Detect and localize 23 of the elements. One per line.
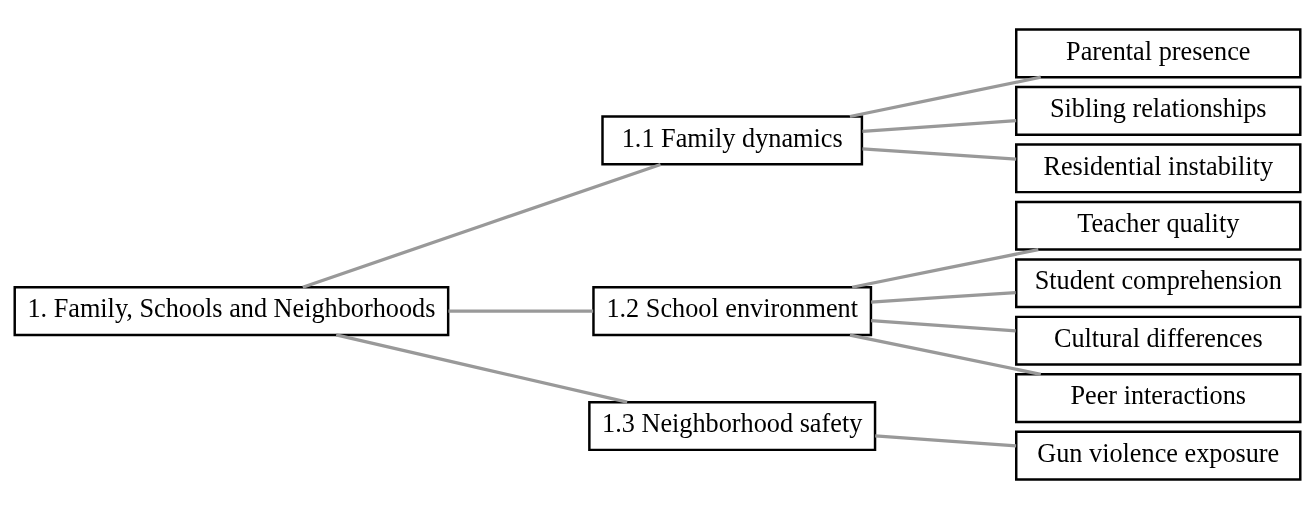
connector: [871, 318, 1016, 332]
node-box: Cultural differences: [1015, 315, 1302, 366]
connector: [851, 247, 1039, 289]
node-box: Residential instability: [1015, 142, 1302, 193]
connector: [302, 162, 662, 289]
connector: [849, 75, 1042, 118]
connector: [849, 332, 1042, 376]
node-box: Teacher quality: [1015, 200, 1302, 251]
node-box: Parental presence: [1015, 27, 1302, 78]
node-box: 1.3 Neighborhood safety: [588, 400, 877, 451]
connector: [335, 332, 628, 404]
connector: [862, 146, 1017, 161]
connector: [862, 118, 1017, 133]
node-box: Sibling relationships: [1015, 85, 1302, 136]
node-box: Peer interactions: [1015, 372, 1302, 423]
node-box: 1.1 Family dynamics: [601, 114, 864, 165]
node-box: Gun violence exposure: [1015, 430, 1302, 481]
connector: [448, 309, 594, 313]
connector: [875, 433, 1017, 447]
node-box: 1.2 School environment: [592, 285, 873, 336]
connector: [871, 290, 1016, 304]
node-box: 1. Family, Schools and Neighborhoods: [13, 285, 450, 336]
node-box: Student comprehension: [1015, 257, 1302, 308]
